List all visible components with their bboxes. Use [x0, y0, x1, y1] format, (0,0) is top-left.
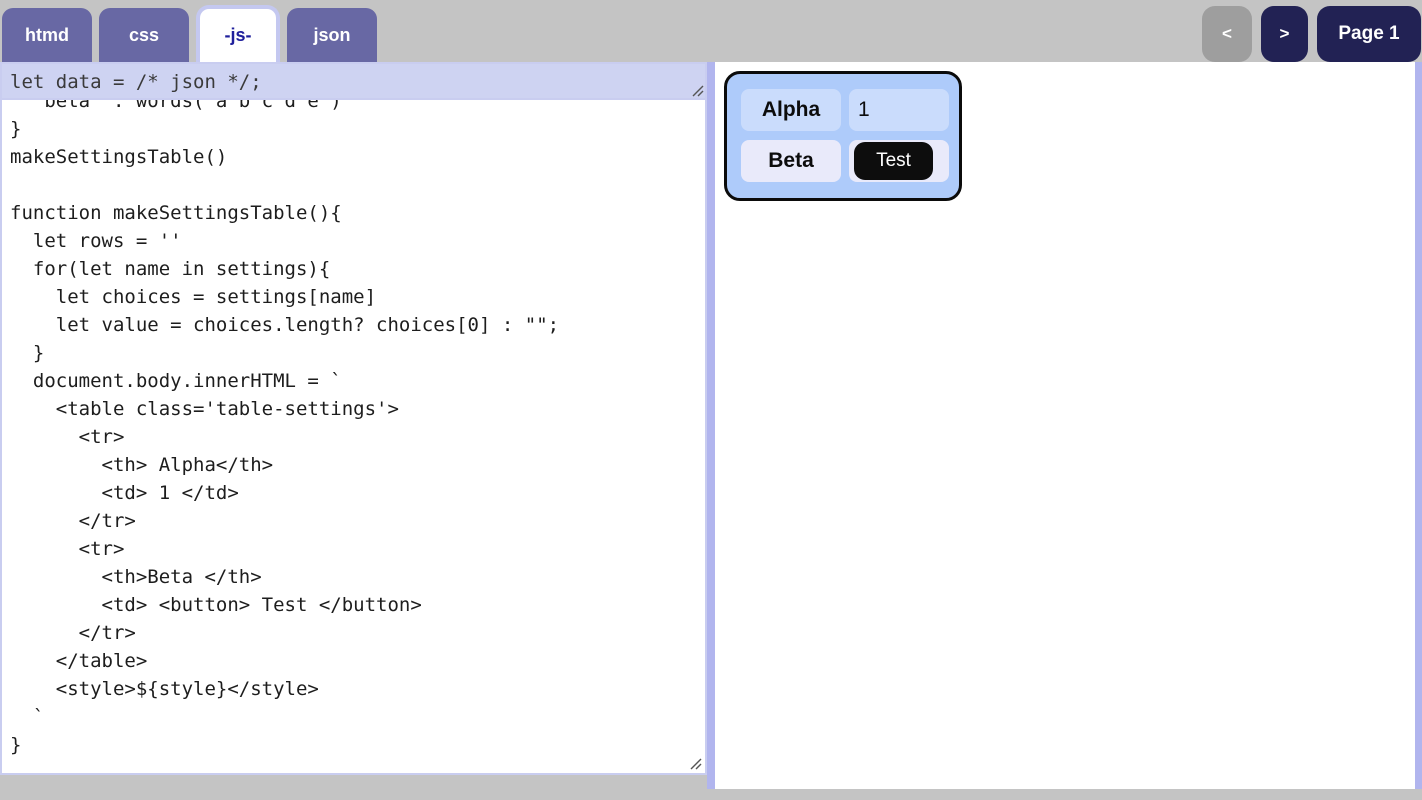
settings-row-header: Beta — [741, 139, 841, 182]
pane-divider[interactable] — [707, 62, 715, 789]
data-declaration-textarea[interactable]: let data = /* json */; — [0, 62, 707, 100]
tab-css[interactable]: css — [99, 8, 189, 62]
tab-json[interactable]: json — [287, 8, 377, 62]
settings-row-value: Test — [849, 139, 949, 182]
prev-page-button[interactable]: < — [1202, 6, 1252, 62]
tab-htmd[interactable]: htmd — [2, 8, 92, 62]
next-page-button[interactable]: > — [1261, 6, 1308, 62]
page-controls: < > Page 1 — [1202, 3, 1422, 62]
main-content: let data = /* json */; 'beta' : words('a… — [0, 62, 1422, 789]
data-declaration-wrap: let data = /* json */; — [0, 62, 707, 100]
resize-grip-icon[interactable] — [692, 85, 704, 97]
test-button[interactable]: Test — [854, 141, 933, 180]
js-code-textarea[interactable]: 'beta' : words('a b c d e') } makeSettin… — [0, 100, 707, 775]
resize-grip-icon[interactable] — [690, 758, 702, 770]
tab-js[interactable]: -js- — [196, 5, 280, 62]
js-code-content: 'beta' : words('a b c d e') } makeSettin… — [10, 100, 560, 756]
settings-row-header: Alpha — [741, 89, 841, 131]
editor-pane: let data = /* json */; 'beta' : words('a… — [0, 62, 707, 775]
page-indicator-button[interactable]: Page 1 — [1317, 6, 1421, 62]
settings-row-value: 1 — [849, 89, 949, 131]
